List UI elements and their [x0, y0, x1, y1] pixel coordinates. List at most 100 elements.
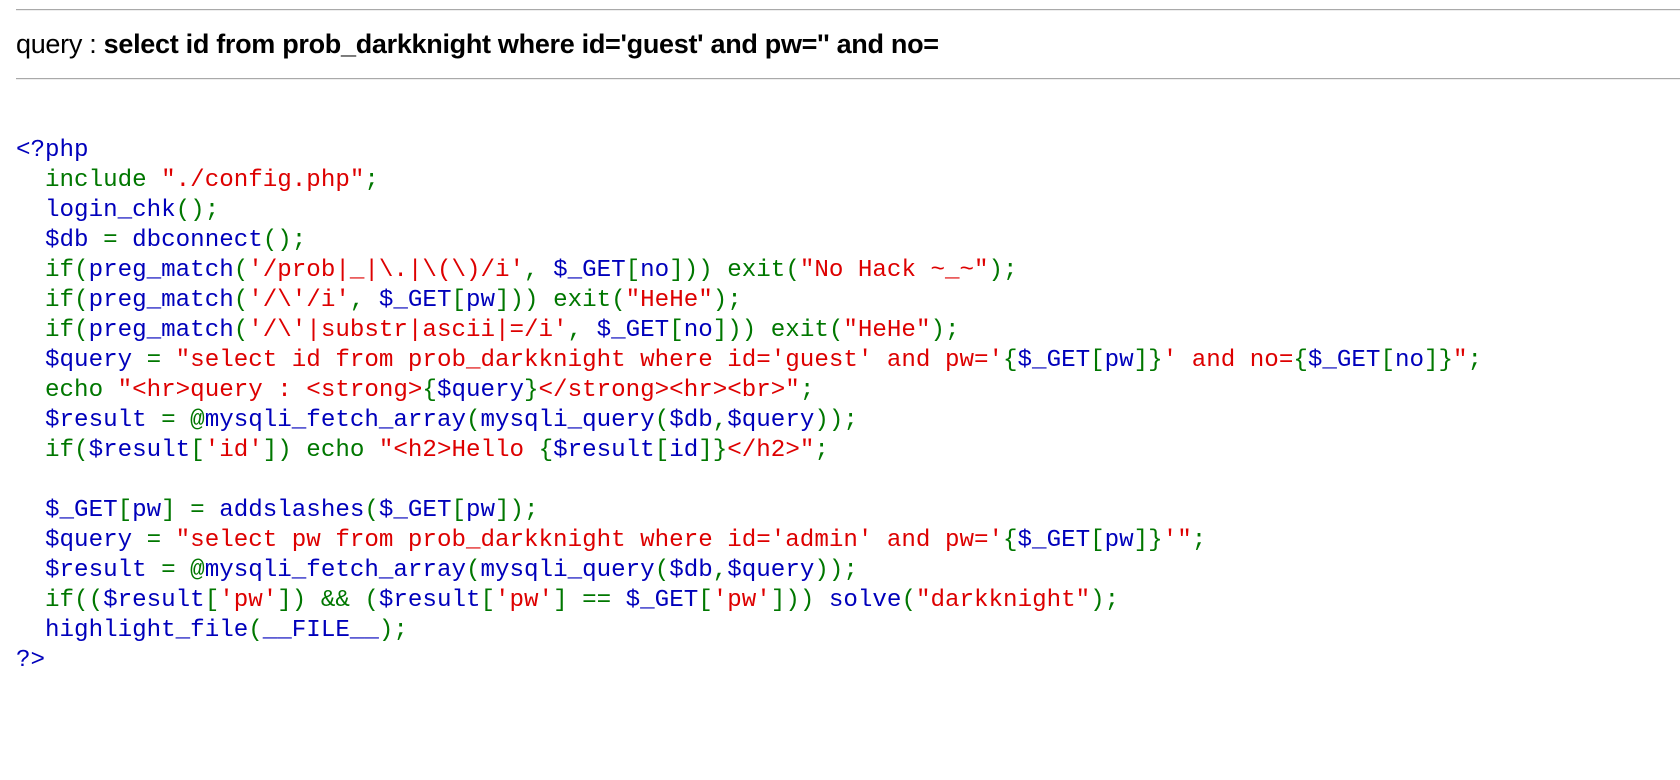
code-line: ?>	[16, 646, 1482, 676]
code-token: = @	[161, 557, 205, 584]
code-token: [	[625, 257, 641, 284]
code-token: [	[654, 437, 670, 464]
code-token: "select pw from prob_darkknight where id…	[175, 527, 1004, 554]
code-token: ]);	[495, 497, 539, 524]
code-token: $db	[16, 227, 104, 254]
code-token: ]) && (	[277, 587, 379, 614]
code-token: [	[204, 587, 220, 614]
code-token: '/\'/i'	[248, 287, 350, 314]
code-token: "HeHe"	[843, 317, 931, 344]
code-token: (	[248, 617, 263, 644]
code-token: ;	[1191, 527, 1207, 554]
code-token: [	[117, 497, 133, 524]
code-token: $db	[669, 407, 713, 434]
code-token: }	[524, 377, 539, 404]
code-line: $query = "select id from prob_darkknight…	[16, 346, 1482, 376]
code-line: echo "<hr>query : <strong>{$query}</stro…	[16, 376, 1482, 406]
query-display: query : select id from prob_darkknight w…	[16, 28, 939, 60]
code-line: login_chk();	[16, 196, 1482, 226]
code-token: );	[1090, 587, 1120, 614]
code-token: ] ==	[553, 587, 626, 614]
code-token: [	[480, 587, 496, 614]
code-token: $result	[16, 557, 162, 584]
code-token: $result	[103, 587, 205, 614]
code-token: ,	[567, 317, 597, 344]
code-token: highlight_file	[16, 617, 249, 644]
code-token: ])) exit(	[495, 287, 626, 314]
code-line: $result = @mysqli_fetch_array(mysqli_que…	[16, 556, 1482, 586]
code-token: ;	[364, 167, 379, 194]
code-token	[16, 257, 45, 284]
code-token: $_GET	[378, 287, 452, 314]
code-token: if(	[45, 437, 89, 464]
code-token: [	[698, 587, 713, 614]
code-token: [	[190, 437, 205, 464]
code-token: '/prob|_|\.|\(\)/i'	[248, 257, 525, 284]
code-line	[16, 466, 1482, 496]
code-token: {	[1293, 347, 1308, 374]
code-token: ?>	[16, 647, 46, 674]
code-token: ,	[349, 287, 379, 314]
code-token: $db	[669, 557, 713, 584]
code-token: ]))	[770, 587, 829, 614]
code-token: );	[378, 617, 408, 644]
code-token: ]}	[1423, 347, 1454, 374]
code-token: <?php	[16, 137, 89, 164]
code-token: $query	[727, 407, 815, 434]
code-token: $query	[436, 377, 525, 404]
code-token: if(	[45, 257, 89, 284]
code-token: {	[1003, 347, 1018, 374]
code-token: $result	[553, 437, 655, 464]
code-token: no	[683, 317, 713, 344]
code-token: addslashes	[219, 497, 365, 524]
code-token: mysqli_query	[480, 407, 655, 434]
code-token: (	[654, 407, 670, 434]
code-token: mysqli_query	[480, 557, 655, 584]
code-token: pw	[465, 497, 496, 524]
code-token: = @	[161, 407, 205, 434]
code-token: </strong><hr><br>"	[538, 377, 800, 404]
code-line: highlight_file(__FILE__);	[16, 616, 1482, 646]
code-token: "darkknight"	[915, 587, 1091, 614]
code-token: (	[654, 557, 670, 584]
code-token: [	[451, 287, 466, 314]
code-token: ]}	[1133, 347, 1163, 374]
code-line: $db = dbconnect();	[16, 226, 1482, 256]
code-token: </h2>"	[727, 437, 815, 464]
code-token: $query	[16, 347, 147, 374]
code-token: pw	[465, 287, 496, 314]
code-token: ;	[799, 377, 815, 404]
code-token	[16, 317, 45, 344]
code-token: $result	[88, 437, 191, 464]
code-line: $query = "select pw from prob_darkknight…	[16, 526, 1482, 556]
code-token: =	[146, 527, 176, 554]
code-token: "<hr>query : <strong>	[117, 377, 423, 404]
code-line: $result = @mysqli_fetch_array(mysqli_que…	[16, 406, 1482, 436]
code-line: $_GET[pw] = addslashes($_GET[pw]);	[16, 496, 1482, 526]
code-token: );	[930, 317, 960, 344]
code-token: login_chk	[16, 197, 176, 224]
code-token: $_GET	[1017, 527, 1091, 554]
code-token: no	[640, 257, 670, 284]
code-token: $_GET	[625, 587, 699, 614]
code-token: ();	[175, 197, 220, 224]
code-token: ])) exit(	[712, 317, 844, 344]
code-line: if($result['id']) echo "<h2>Hello {$resu…	[16, 436, 1482, 466]
code-token: $query	[727, 557, 815, 584]
code-token: (	[233, 287, 249, 314]
code-token: ));	[814, 557, 858, 584]
code-token: $_GET	[1307, 347, 1381, 374]
code-token: no	[1394, 347, 1424, 374]
code-token: (	[465, 557, 481, 584]
query-label: query :	[16, 29, 104, 59]
code-token: "	[1453, 347, 1468, 374]
code-token: [	[669, 317, 684, 344]
code-token: id	[669, 437, 699, 464]
code-token: preg_match	[88, 287, 234, 314]
code-token: solve	[828, 587, 902, 614]
code-token: (	[901, 587, 916, 614]
code-token	[16, 587, 45, 614]
code-token: 'pw'	[712, 587, 771, 614]
code-token: echo	[45, 377, 118, 404]
bottom-horizontal-rule	[16, 78, 1680, 80]
